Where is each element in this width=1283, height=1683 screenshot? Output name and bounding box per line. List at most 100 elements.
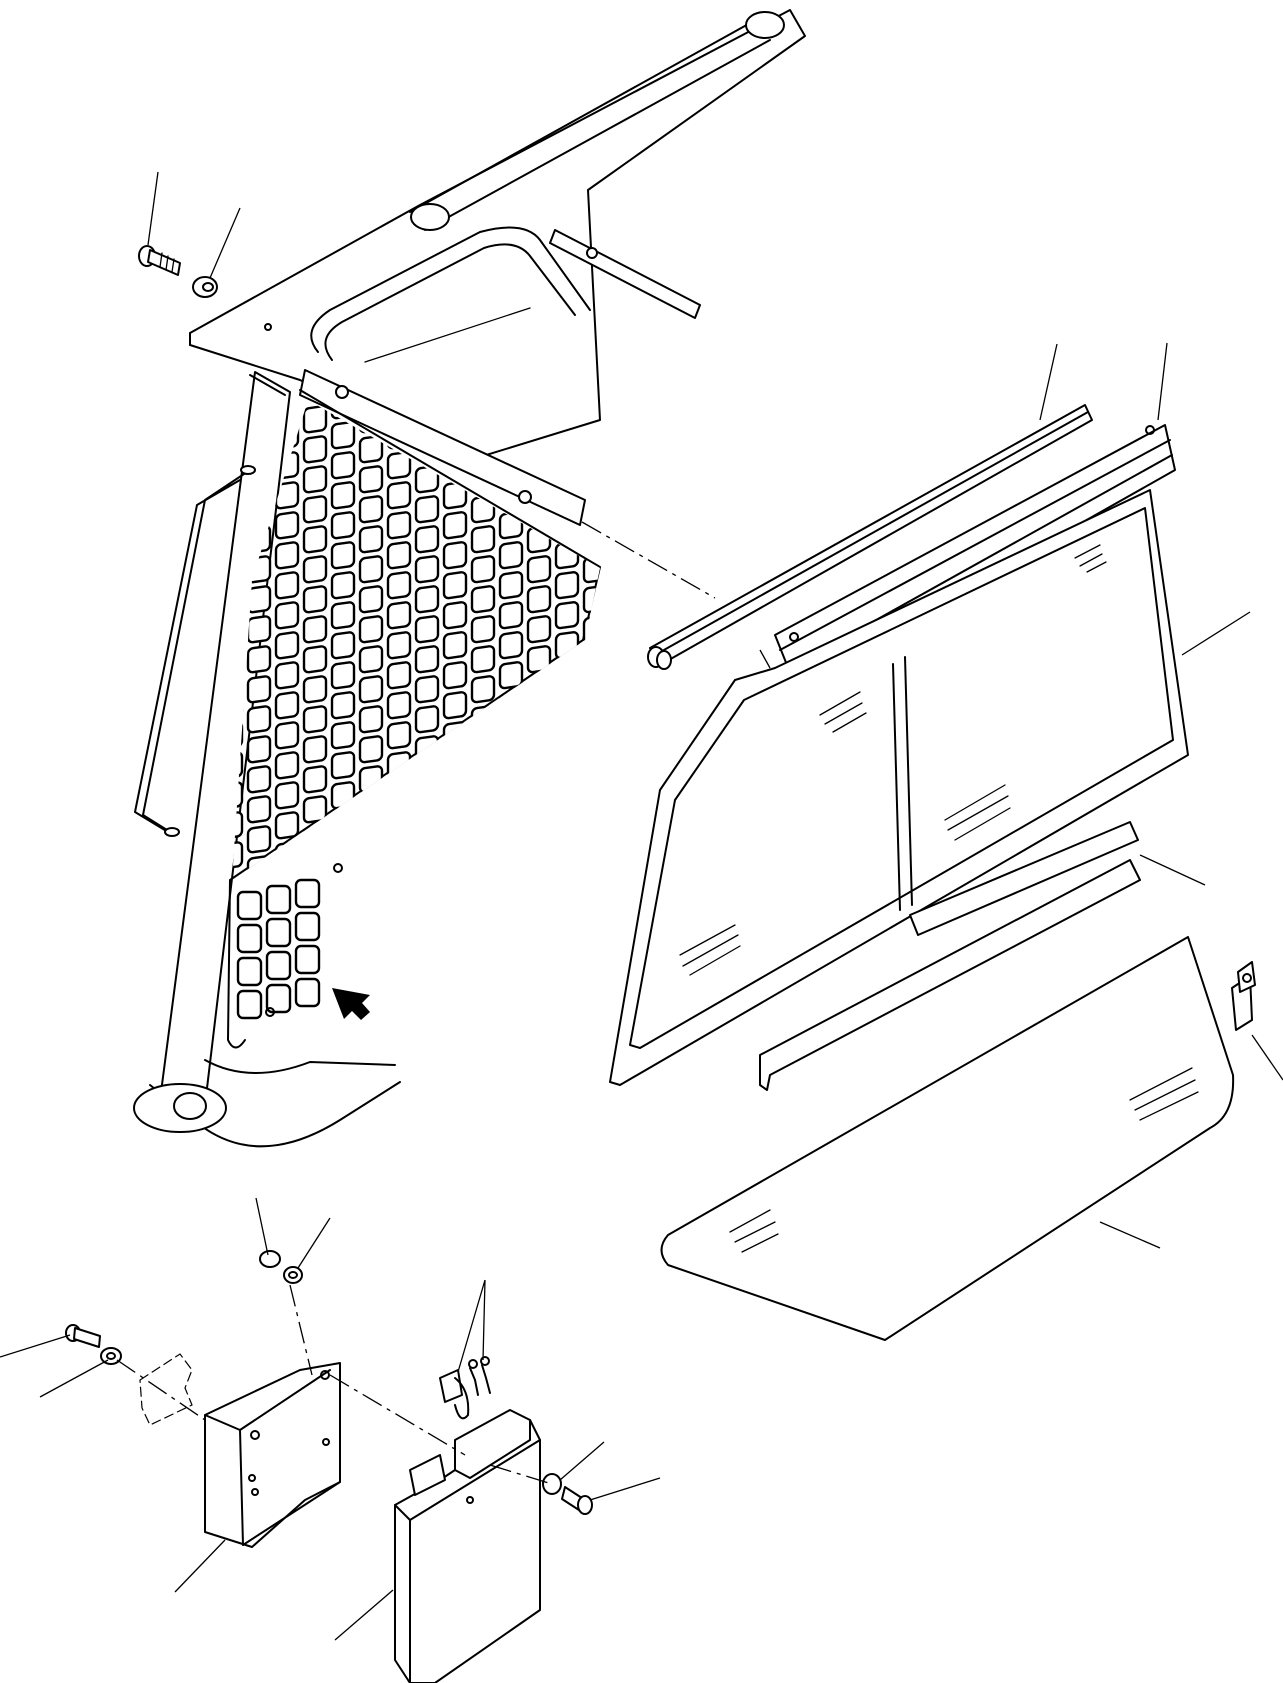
mesh-cell bbox=[500, 572, 522, 599]
mesh-cell bbox=[276, 512, 298, 539]
mesh-cell bbox=[360, 496, 382, 523]
mesh-cell bbox=[444, 632, 466, 659]
mesh-cell bbox=[332, 512, 354, 539]
mesh-cell bbox=[388, 722, 410, 749]
mesh-cell bbox=[528, 856, 550, 880]
roof-plate bbox=[190, 10, 805, 460]
mesh-cell bbox=[232, 812, 242, 839]
mesh-cell bbox=[276, 602, 298, 629]
mesh-cell bbox=[248, 826, 270, 853]
mesh-cell bbox=[584, 706, 600, 733]
mesh-cell bbox=[500, 692, 522, 719]
mesh-cell bbox=[360, 646, 382, 673]
mesh-cell bbox=[584, 766, 600, 793]
callout-leader-lines bbox=[0, 172, 1283, 1640]
mesh-cell bbox=[276, 722, 298, 749]
mesh-cell bbox=[444, 512, 466, 539]
mesh-cell bbox=[472, 766, 494, 793]
mesh-cell bbox=[528, 706, 550, 733]
mesh-cell bbox=[556, 812, 578, 839]
mesh-cell bbox=[304, 466, 326, 493]
mesh-cell bbox=[528, 556, 550, 583]
mesh-cell bbox=[304, 766, 326, 793]
assembly-guide-lines bbox=[117, 1285, 552, 1484]
mesh-cell bbox=[584, 616, 600, 643]
mesh-cell bbox=[232, 422, 242, 449]
mesh-cell bbox=[360, 856, 382, 880]
mesh-cell bbox=[276, 782, 298, 809]
mesh-cell bbox=[500, 662, 522, 689]
mesh-cell bbox=[528, 646, 550, 673]
mesh-cell bbox=[584, 646, 600, 673]
mesh-cell bbox=[360, 466, 382, 493]
mesh-cell bbox=[416, 766, 438, 793]
mesh-cell bbox=[304, 586, 326, 613]
mesh-cell bbox=[584, 736, 600, 763]
mesh-cell bbox=[584, 676, 600, 703]
mesh-cell bbox=[332, 422, 354, 449]
mesh-cell bbox=[444, 572, 466, 599]
mesh-cell bbox=[332, 602, 354, 629]
mesh-cell bbox=[584, 586, 600, 613]
mesh-cell bbox=[304, 676, 326, 703]
upper-angle-bar bbox=[300, 370, 585, 525]
bottom-rail bbox=[150, 1082, 400, 1146]
mesh-cell bbox=[304, 556, 326, 583]
mesh-cell bbox=[472, 616, 494, 643]
mesh-cell bbox=[528, 526, 550, 553]
mounting-bolts-left bbox=[66, 1251, 302, 1364]
mounting-bolt-right bbox=[543, 1474, 592, 1514]
mesh-cell bbox=[388, 452, 410, 479]
mesh-cell bbox=[267, 952, 290, 979]
mesh-cell bbox=[360, 586, 382, 613]
mesh-cell bbox=[500, 752, 522, 779]
mesh-cell bbox=[360, 616, 382, 643]
mesh-cell bbox=[584, 856, 600, 880]
mesh-cell bbox=[332, 572, 354, 599]
mesh-cell bbox=[360, 766, 382, 793]
mesh-cell bbox=[304, 496, 326, 523]
mesh-cell bbox=[304, 616, 326, 643]
mesh-cell bbox=[296, 979, 319, 1006]
mesh-cell bbox=[444, 752, 466, 779]
mesh-cell bbox=[360, 676, 382, 703]
mesh-cell bbox=[276, 752, 298, 779]
mesh-cell bbox=[276, 632, 298, 659]
mesh-cell bbox=[296, 880, 319, 907]
mesh-cell bbox=[232, 842, 242, 869]
mesh-cell bbox=[304, 796, 326, 823]
window-seal-strip bbox=[648, 405, 1092, 669]
mesh-cell bbox=[248, 856, 270, 880]
mesh-cell bbox=[304, 406, 326, 433]
lower-mesh-cells bbox=[238, 880, 319, 1018]
mesh-cell bbox=[472, 646, 494, 673]
mesh-cell bbox=[444, 842, 466, 869]
mesh-cell bbox=[444, 692, 466, 719]
mesh-cell bbox=[360, 436, 382, 463]
mesh-cell bbox=[556, 602, 578, 629]
mesh-cell bbox=[444, 602, 466, 629]
mesh-cell bbox=[276, 812, 298, 839]
mesh-cell bbox=[556, 572, 578, 599]
mesh-cell bbox=[472, 526, 494, 553]
mesh-cell bbox=[238, 991, 261, 1018]
mesh-cell bbox=[416, 826, 438, 853]
mesh-cell bbox=[248, 796, 270, 823]
gasket bbox=[140, 1354, 192, 1425]
mesh-cell bbox=[556, 752, 578, 779]
mesh-cell bbox=[304, 436, 326, 463]
rops-cab-frame bbox=[134, 10, 805, 1146]
mesh-cell bbox=[332, 812, 354, 839]
mesh-cell bbox=[248, 646, 270, 673]
mesh-cell bbox=[304, 856, 326, 880]
lower-window-strip bbox=[910, 822, 1138, 935]
grab-handle bbox=[135, 470, 250, 835]
window-glass-assembly bbox=[610, 490, 1188, 1085]
mesh-cell bbox=[267, 985, 290, 1012]
mesh-cell bbox=[528, 766, 550, 793]
mesh-cell bbox=[584, 826, 600, 853]
document-case bbox=[395, 1410, 540, 1683]
mesh-cell bbox=[332, 482, 354, 509]
mesh-cell bbox=[556, 842, 578, 869]
mesh-cell bbox=[500, 602, 522, 629]
